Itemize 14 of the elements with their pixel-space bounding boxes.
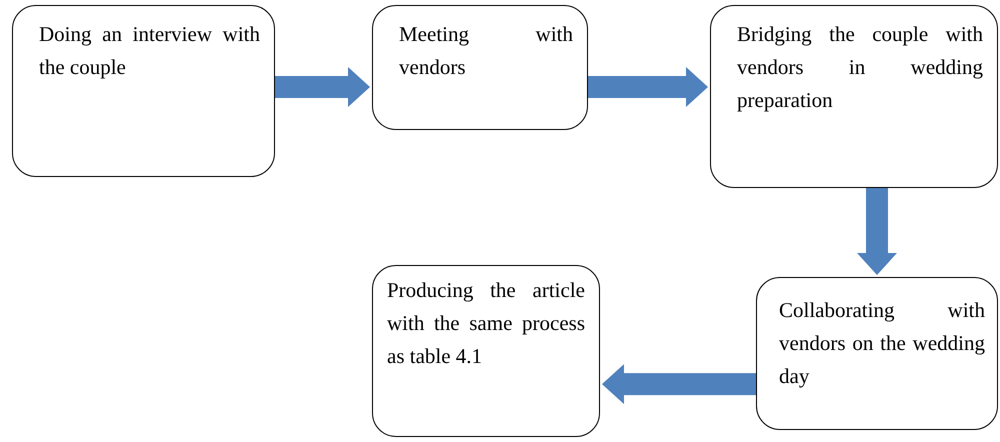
process-box: [12, 5, 275, 177]
step-text: Bridging the couple with vendors in wedding preparation: [737, 21, 983, 114]
step-text: Meeting with vendors: [399, 21, 573, 81]
process-box: [372, 265, 600, 437]
process-box: [372, 5, 588, 130]
step-text: Collaborating with vendors on the wedding day: [779, 297, 985, 390]
process-box: [756, 277, 998, 430]
block-arrow: [602, 364, 756, 404]
process-box: [710, 5, 998, 188]
step-text: Doing an interview with the couple: [39, 21, 260, 81]
step-text: Producing the article with the same process as table 4.1: [387, 277, 585, 370]
block-arrow: [275, 67, 370, 107]
block-arrow: [588, 67, 708, 107]
block-arrow: [857, 188, 897, 275]
